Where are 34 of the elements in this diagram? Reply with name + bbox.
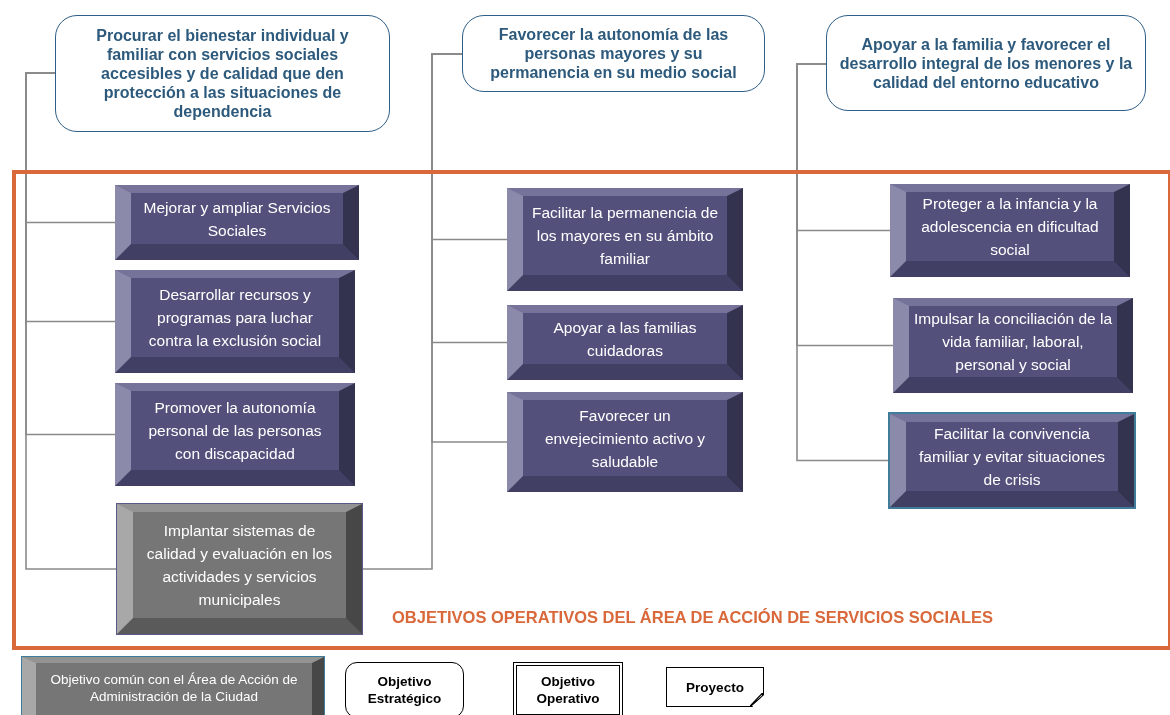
- operative-objective-box: [893, 298, 1133, 393]
- legend-label: Objetivo común con el Área de Acción de Administración de la Ciudad: [49, 671, 299, 705]
- objective-text: Facilitar la permanencia de los mayores en su ámbito familiar: [530, 203, 720, 269]
- strategic-objective-box: [826, 15, 1146, 111]
- connector-line: [796, 63, 891, 462]
- operative-objective-box: [507, 305, 743, 380]
- legend-label: Proyecto: [686, 678, 744, 696]
- legend-label: Objetivo Estratégico: [366, 673, 443, 707]
- objective-text: Desarrollar recursos y programas para luchar contra la exclusión social: [147, 285, 323, 351]
- operative-objective-box: [507, 188, 743, 291]
- objective-text: Impulsar la conciliación de la vida familiar, laboral, personal y social: [913, 309, 1113, 375]
- objective-text: Apoyar a las familias cuidadoras: [552, 317, 698, 361]
- section-heading: OBJETIVOS OPERATIVOS DEL ÁREA DE ACCIÓN DE SERVICIOS SOCIALES: [392, 608, 994, 627]
- objective-text: Favorecer la autonomía de las personas mayores y su permanencia en su medio social: [489, 25, 738, 82]
- objective-text: Procurar el bienestar individual y familiar con servicios sociales accesibles y de calidad que den protección a las situaciones de dependencia: [95, 26, 350, 121]
- operative-objective-box: [890, 184, 1130, 277]
- objective-text: Proteger a la infancia y la adolescencia en dificultad social: [920, 194, 1100, 260]
- operative-objective-box: [115, 383, 355, 486]
- operative-objective-box: [117, 504, 362, 634]
- section-frame: [12, 170, 1170, 650]
- operative-objective-box: [890, 414, 1134, 507]
- strategic-objective-box: [55, 15, 390, 132]
- objective-text: Apoyar a la familia y favorecer el desarrollo integral de los menores y la calidad del entorno educativo: [838, 34, 1134, 92]
- objective-text: Promover la autonomía personal de las personas con discapacidad: [147, 398, 323, 464]
- operative-objective-box: [115, 185, 359, 260]
- objective-text: Mejorar y ampliar Servicios Sociales: [142, 197, 332, 241]
- objective-text: Favorecer un envejecimiento activo y saludable: [543, 405, 707, 472]
- objective-text: Facilitar la convivencia familiar y evitar situaciones de crisis: [917, 424, 1107, 490]
- connector-line: [25, 72, 118, 570]
- objective-text: Implantar sistemas de calidad y evaluación en los actividades y servicios municipales: [145, 521, 334, 610]
- operative-objective-box: [115, 270, 355, 373]
- strategic-objective-box: [462, 15, 765, 92]
- legend-label: Objetivo Operativo: [535, 673, 601, 707]
- operative-objective-box: [507, 392, 743, 492]
